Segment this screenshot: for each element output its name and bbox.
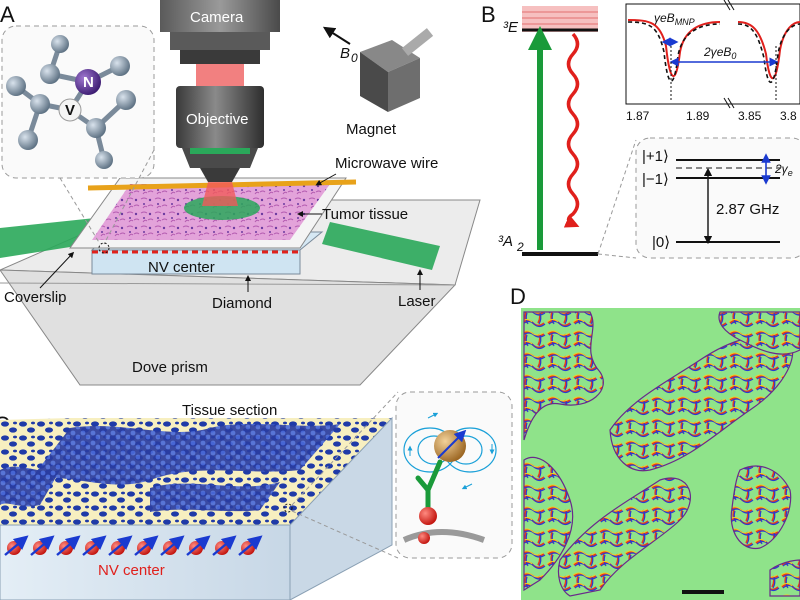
- excitation-cone: [202, 182, 238, 206]
- nv-spin: [108, 535, 133, 556]
- microwave-wire-label: Microwave wire: [335, 155, 438, 172]
- zeeman-split-label: 2γe: [774, 162, 793, 178]
- nv-spin: [56, 535, 81, 556]
- panel-c: C Tissue section NV center: [0, 391, 513, 600]
- cell-membrane: [402, 529, 486, 543]
- emitted-light: [196, 64, 244, 90]
- panel-letter-b: B: [481, 2, 496, 27]
- magnetic-nanoparticle-inset: [395, 391, 513, 559]
- b0-subscript: 0: [351, 51, 358, 65]
- nv-spin: [160, 535, 185, 556]
- nv-spin-row: [4, 535, 263, 556]
- state-plus1-label: |+1⟩: [642, 148, 669, 165]
- camera: Camera: [160, 0, 280, 64]
- camera-label: Camera: [190, 9, 244, 26]
- zoom-leader-top: [597, 139, 637, 255]
- spectrum-tick-2: 1.89: [686, 109, 710, 123]
- level-3a2-label: ³A: [498, 233, 513, 250]
- zero-field-splitting-label: 2.87 GHz: [716, 201, 779, 218]
- panel-letter-d: D: [510, 284, 526, 309]
- antigen: [419, 507, 437, 525]
- tissue-section-label: Tissue section: [182, 402, 277, 419]
- cell-cluster-regions: [523, 311, 800, 597]
- nv-spin: [212, 535, 237, 556]
- ground-state-sublevels: [635, 137, 800, 259]
- laser-beam-in: [0, 218, 102, 258]
- antibody: [415, 459, 443, 511]
- state-zero-label: |0⟩: [652, 234, 670, 251]
- inset-leader-right: [103, 149, 155, 245]
- nv-center-label-a: NV center: [148, 259, 215, 276]
- panel-d: D: [510, 284, 800, 600]
- diamond-side-face: [289, 416, 393, 600]
- b0-arrow: [322, 26, 351, 45]
- coverslip-label: Coverslip: [4, 289, 67, 306]
- tumor-region-1: [30, 423, 340, 485]
- nv-lattice-inset: N V: [1, 25, 155, 179]
- excited-state-manifold: [522, 6, 598, 32]
- nv-spin: [186, 535, 211, 556]
- vacancy-site: [58, 98, 82, 122]
- tumor-region-3: [0, 466, 60, 507]
- dove-prism-label: Dove prism: [132, 359, 208, 376]
- magnet: [360, 28, 434, 112]
- objective-label: Objective: [186, 111, 249, 128]
- panel-b: B ³E ³A 2 γeBMNP 2γe: [481, 0, 800, 259]
- b0-label: B: [340, 45, 350, 62]
- objective: Objective: [176, 86, 264, 182]
- odmr-spectrum: [625, 0, 800, 109]
- mnp-leader-bottom: [291, 510, 399, 559]
- level-3a2-subscript: 2: [516, 240, 524, 254]
- panel-letter-a: A: [0, 2, 15, 27]
- laser-label: Laser: [398, 293, 436, 310]
- nitrogen-atom: [75, 69, 101, 95]
- zoom-leader-bottom: [597, 253, 637, 259]
- spectrum-tick-4: 3.8: [780, 109, 797, 123]
- tumor-tissue-label: Tumor tissue: [322, 206, 408, 223]
- tumor-region-2: [150, 482, 280, 512]
- nv-spin: [238, 535, 263, 556]
- magnet-label: Magnet: [346, 121, 397, 138]
- nv-zoom-circle: [98, 242, 110, 254]
- fluorescence-arrow: [563, 32, 580, 228]
- atom-v-label: V: [65, 102, 75, 119]
- mnp-leader-top: [291, 391, 399, 506]
- level-3e-label: ³E: [503, 19, 519, 36]
- nv-spin: [82, 535, 107, 556]
- two-gamma-b0-label: 2γeB0: [703, 45, 736, 61]
- diamond-label: Diamond: [212, 295, 272, 312]
- spectrum-tick-3: 3.85: [738, 109, 762, 123]
- spectrum-tick-1: 1.87: [626, 109, 650, 123]
- nv-spin: [4, 535, 29, 556]
- laser-beam-out: [322, 222, 440, 270]
- panel-a: A Dove prism Camera: [0, 0, 481, 386]
- state-minus1-label: |−1⟩: [642, 171, 669, 188]
- atom-n-label: N: [83, 74, 94, 91]
- mnp-zoom-circle: [283, 503, 293, 513]
- gamma-b-mnp-label: γeBMNP: [654, 11, 695, 27]
- nv-spin: [134, 535, 159, 556]
- inset-leader-left: [59, 177, 101, 245]
- nv-spin: [30, 535, 55, 556]
- nv-center-label-c: NV center: [98, 562, 165, 579]
